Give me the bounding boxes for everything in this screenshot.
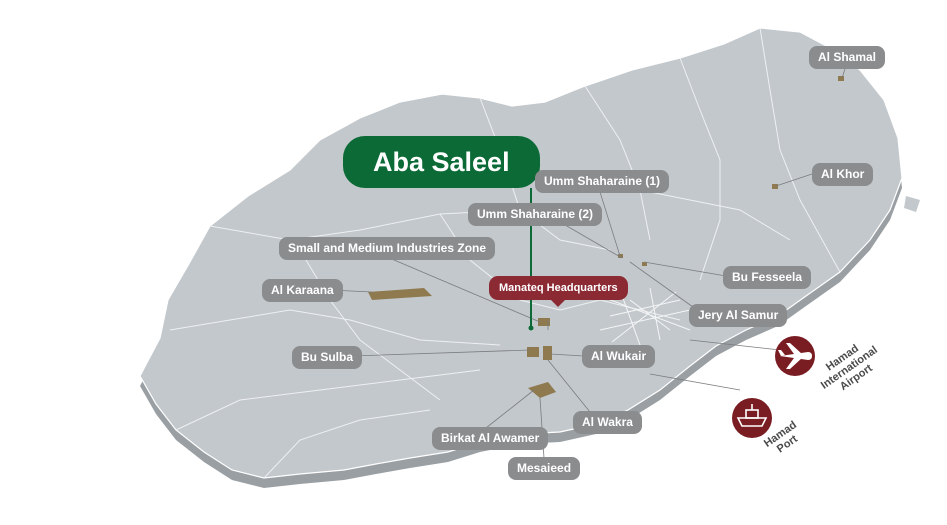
label-al-khor: Al Khor — [812, 163, 874, 186]
label-al-shamal: Al Shamal — [809, 46, 886, 69]
label-umm-shaharaine-1: Umm Shaharaine (1) — [535, 170, 670, 193]
label-al-karaana: Al Karaana — [262, 279, 343, 302]
label-umm-shaharaine-2: Umm Shaharaine (2) — [468, 203, 603, 226]
label-bu-sulba: Bu Sulba — [292, 346, 363, 369]
zone-markers — [368, 76, 844, 398]
headquarters-label: Manateq Headquarters — [489, 276, 628, 307]
label-mesaieed: Mesaieed — [508, 457, 581, 480]
boundary-lines — [169, 27, 841, 479]
doha-street-grid — [599, 287, 691, 346]
island — [556, 118, 624, 142]
label-bu-fesseela: Bu Fesseela — [723, 266, 812, 289]
label-jery-al-samur: Jery Al Samur — [689, 304, 788, 327]
label-al-wukair: Al Wukair — [582, 345, 656, 368]
landmass — [139, 27, 903, 479]
page-title: Aba Saleel — [343, 136, 540, 188]
label-al-wakra: Al Wakra — [573, 411, 642, 434]
label-small-medium-industries: Small and Medium Industries Zone — [279, 237, 496, 260]
island — [272, 400, 312, 418]
aba-saleel-marker — [528, 325, 534, 331]
label-birkat-al-awamer: Birkat Al Awamer — [432, 427, 549, 450]
ship-icon — [732, 398, 772, 438]
island — [904, 196, 920, 212]
airplane-icon — [775, 336, 815, 376]
